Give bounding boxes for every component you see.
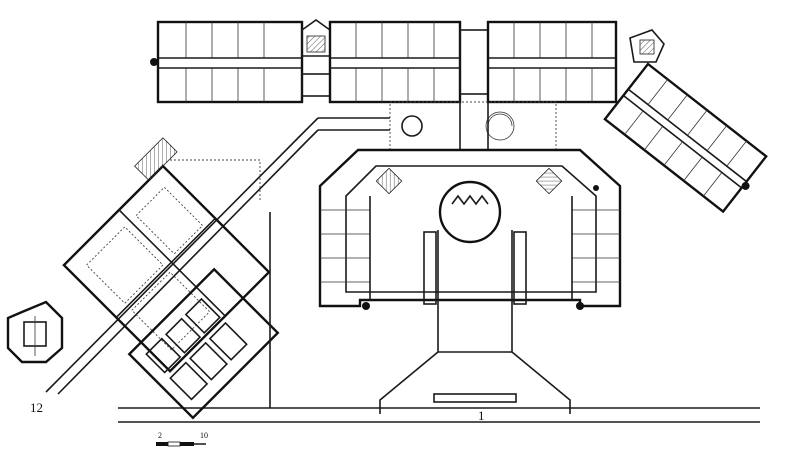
entrance-court — [118, 230, 760, 423]
central-link — [389, 101, 557, 151]
octagon-pavilion — [6, 300, 64, 364]
scale-bar-label-10: 10 — [200, 431, 208, 440]
north-wing — [150, 19, 665, 104]
main-block — [318, 148, 622, 310]
southwest-boundary — [170, 159, 271, 408]
label-building-12: 12 — [30, 400, 43, 415]
label-site-entrance: 1 — [478, 408, 485, 423]
scale-bar: 2 10 — [156, 431, 208, 447]
east-wing — [603, 62, 768, 214]
scale-bar-label-2: 2 — [158, 431, 162, 440]
southwest-complex — [62, 137, 271, 373]
diagonal-corridor — [45, 117, 390, 395]
southwest-lower-block — [127, 267, 280, 420]
